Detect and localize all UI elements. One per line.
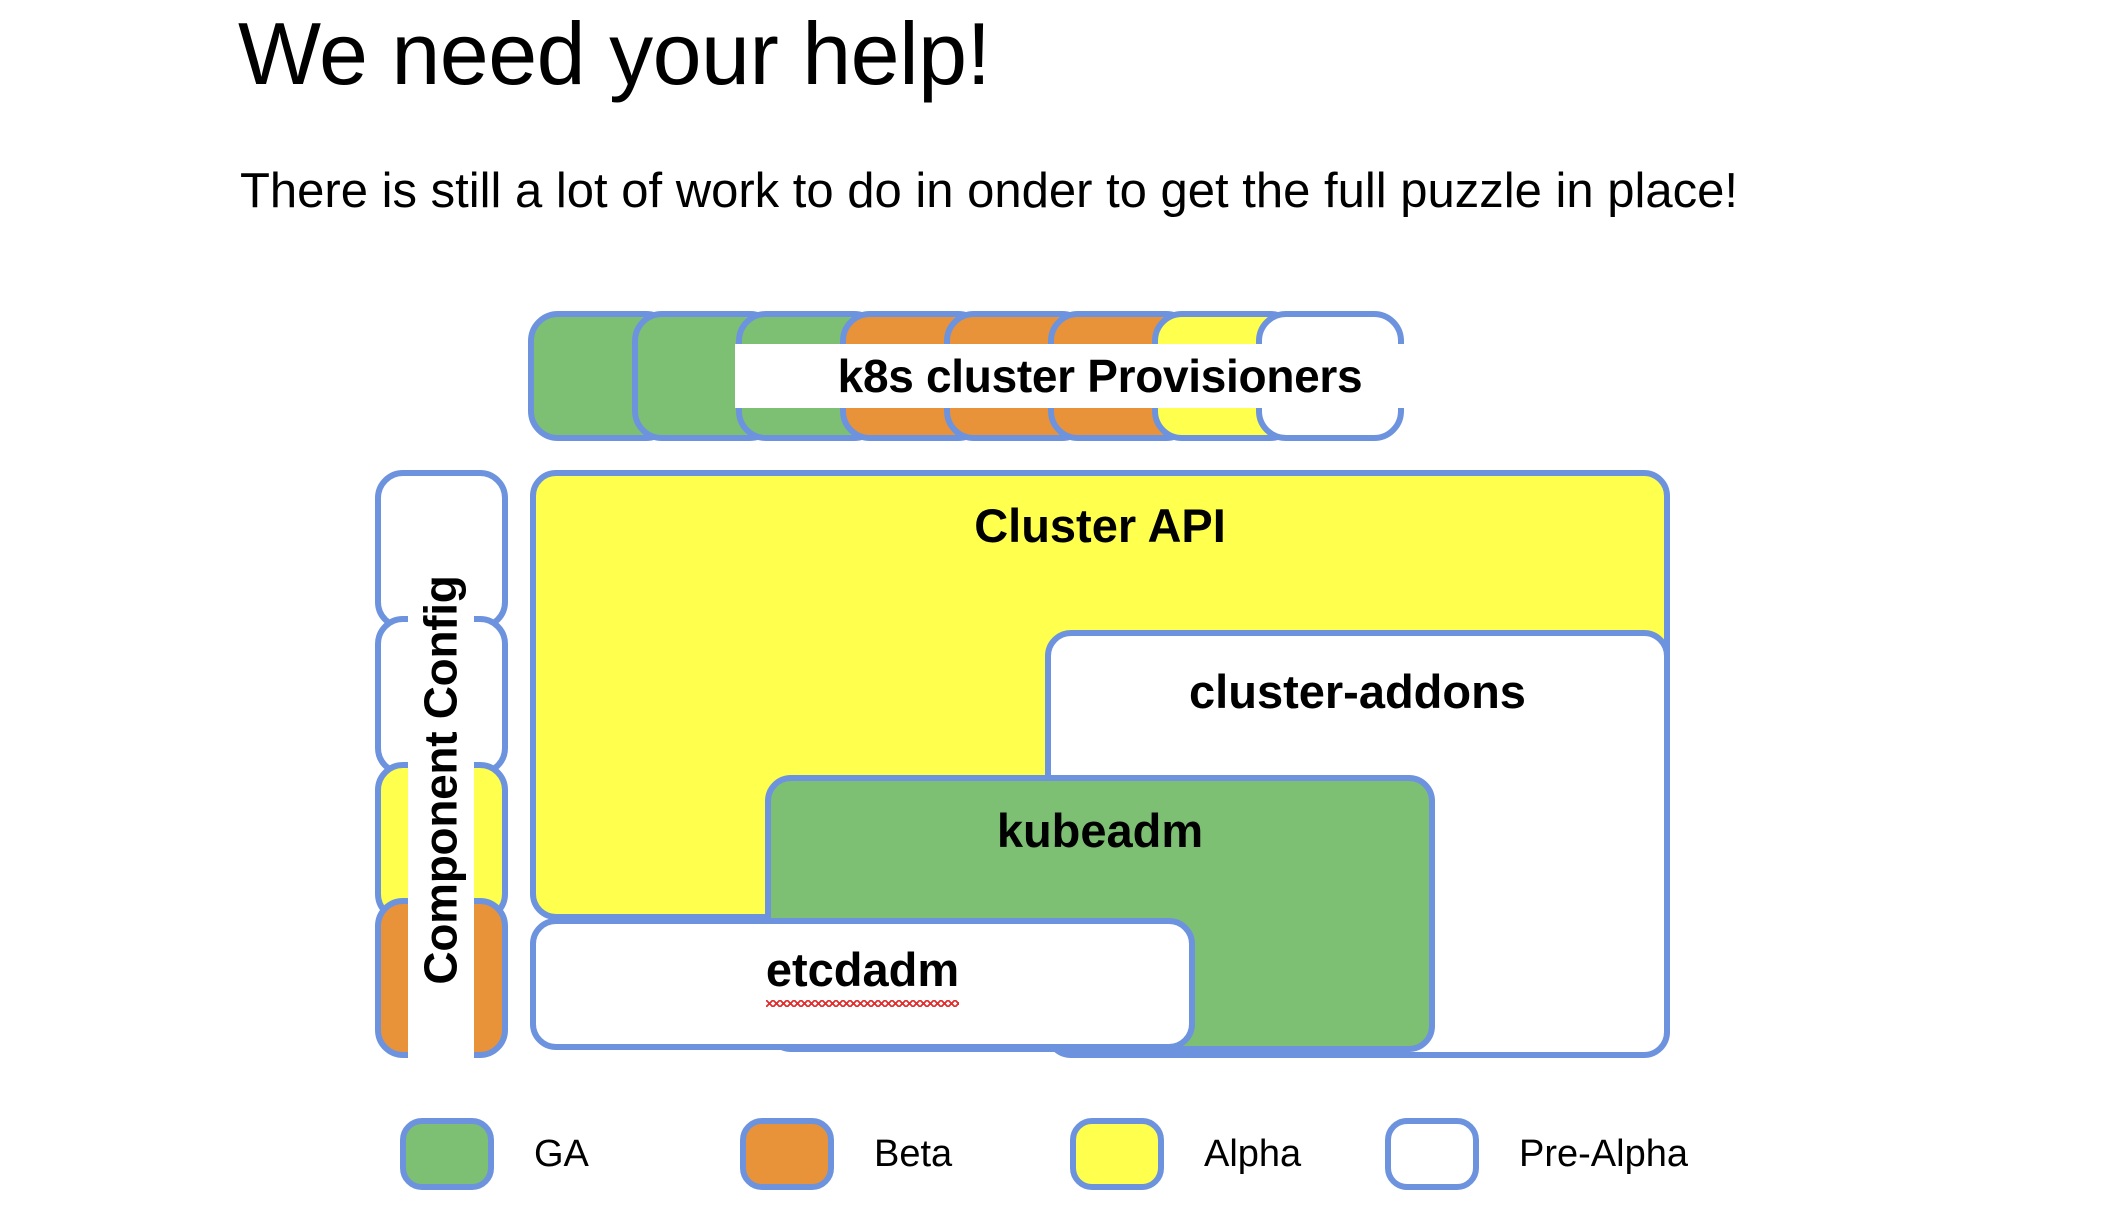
legend-label-prealpha: Pre-Alpha — [1519, 1132, 1688, 1175]
legend-swatch-ga — [400, 1118, 494, 1190]
page-title: We need your help! — [238, 4, 991, 103]
legend-swatch-alpha — [1070, 1118, 1164, 1190]
k8s-cluster-provisioners-banner: k8s cluster Provisioners — [735, 344, 1465, 408]
cluster-api-label: Cluster API — [974, 499, 1226, 552]
legend-label-beta: Beta — [874, 1132, 953, 1175]
legend-swatch-prealpha — [1385, 1118, 1479, 1190]
legend-label-alpha: Alpha — [1204, 1132, 1302, 1175]
legend-item-beta: Beta — [740, 1118, 952, 1190]
kubeadm-label: kubeadm — [996, 804, 1204, 857]
k8s-cluster-provisioners-label: k8s cluster Provisioners — [837, 350, 1363, 402]
page-subtitle: There is still a lot of work to do in on… — [240, 164, 1739, 218]
legend-label-ga: GA — [534, 1132, 589, 1175]
legend-item-alpha: Alpha — [1070, 1118, 1301, 1190]
component-config-label: Component Config — [415, 575, 467, 985]
etcdadm-block[interactable]: etcdadm — [530, 918, 1195, 1050]
etcdadm-label-wrap: etcdadm — [536, 942, 1189, 1007]
etcdadm-label: etcdadm — [765, 943, 960, 1007]
legend-swatch-beta — [740, 1118, 834, 1190]
legend-item-ga: GA — [400, 1118, 589, 1190]
component-config-banner: Component Config — [408, 500, 474, 1060]
cluster-addons-label: cluster-addons — [1189, 665, 1526, 718]
legend-item-pre-alpha: Pre-Alpha — [1385, 1118, 1688, 1190]
